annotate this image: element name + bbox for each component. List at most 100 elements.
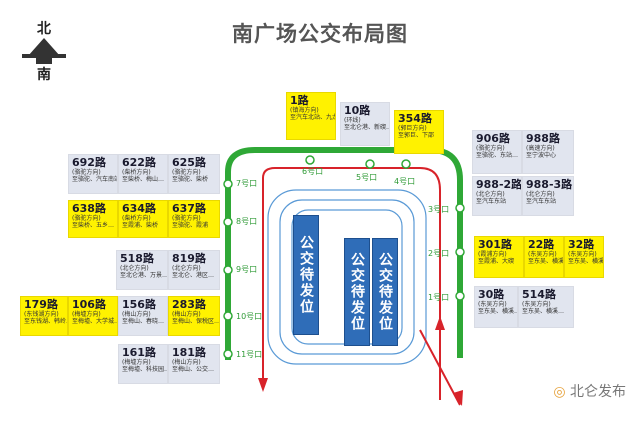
route-number: 156路 [122,298,156,311]
route-direction: (东吴方向) [522,301,551,308]
south-label: 南 [37,67,51,83]
route-number: 283路 [172,298,206,311]
route-destination: 至霞浦、柴桥 [122,222,159,229]
north-label: 北 [37,21,51,37]
route-destination: 至北仑、港区… [172,272,215,279]
route-box-988: 988路 (高速方向) 至宁波中心 [522,130,574,174]
route-box-518: 518路 (北仑方向) 至北仑港、万景… [116,250,168,290]
route-direction: (梅山方向) [122,311,151,318]
route-box-638: 638路 (骆驼方向) 至柴桥、五乡… [68,200,118,238]
route-number: 692路 [72,156,106,169]
route-box-283: 283路 (梅山方向) 至梅山、保税区… [168,296,220,336]
watermark-text: 北仑发布 [570,384,626,400]
route-direction: (柴桥方向) [122,169,151,176]
route-box-625: 625路 (骆驼方向) 至骆驼、柴桥 [168,154,220,194]
route-direction: (东吴方向) [568,251,597,258]
route-box-622: 622路 (柴桥方向) 至柴桥、梅山… [118,154,168,194]
route-destination: 至霞浦、大碶 [478,258,515,265]
route-number: 514路 [522,288,556,301]
route-number: 301路 [478,238,512,251]
route-direction: (骆驼方向) [172,169,201,176]
route-destination: 至柴桥、梅山… [122,176,165,183]
traffic-flow [262,167,461,406]
route-box-106: 106路 (梅墟方向) 至梅墟、大学城… [68,296,118,336]
route-destination: 至骆驼、汽车南站… [72,176,117,183]
route-destination: 至东吴、横溪… [478,308,518,315]
route-number: 179路 [24,298,58,311]
route-box-156: 156路 (梅山方向) 至梅山、春晓… [118,296,168,336]
route-direction: (梅山方向) [172,311,201,318]
route-direction: (骆驼方向) [72,169,101,176]
route-direction: (骆驼方向) [72,215,101,222]
route-direction: (东吴方向) [478,301,507,308]
route-box-637: 637路 (骆驼方向) 至骆驼、霞浦 [168,200,220,238]
route-direction: (北仑方向) [172,265,201,272]
exit-10: 10号口 [236,312,263,321]
route-destination: 至汽车东站 [476,198,507,205]
route-box-1: 1路 (镇海方向) 至汽车北站、九龙湖 [286,92,336,140]
route-number: 181路 [172,346,206,359]
route-destination: 至北仑港、新碶… [344,124,390,131]
bus-bay-1: 公交待发位 [293,215,319,335]
bus-bay-3: 公交待发位 [372,238,398,346]
route-box-819: 819路 (北仑方向) 至北仑、港区… [168,250,220,290]
route-destination: 至东钱湖、韩岭… [24,318,68,325]
route-number: 637路 [172,202,206,215]
route-destination: 至梅山、保税区… [172,318,220,325]
route-number: 10路 [344,104,371,117]
route-destination: 至梅墟、科技园… [122,366,168,373]
exit-11: 11号口 [236,350,263,359]
route-direction: (环线) [344,117,361,124]
route-direction: (镇海方向) [290,107,319,114]
route-number: 638路 [72,202,106,215]
route-direction: (北仑方向) [476,191,505,198]
watermark: ◎ 北仑发布 [553,381,626,401]
route-direction: (梅墟方向) [122,359,151,366]
route-direction: (东吴方向) [528,251,557,258]
route-number: 988-3路 [526,178,573,191]
route-direction: (梅山方向) [172,359,201,366]
exit-5: 5号口 [356,173,378,182]
route-box-692: 692路 (骆驼方向) 至骆驼、汽车南站… [68,154,118,194]
page-title: 南广场公交布局图 [232,22,408,46]
route-box-30: 30路 (东吴方向) 至东吴、横溪… [474,286,518,328]
route-number: 819路 [172,252,206,265]
route-destination: 至梅墟、大学城… [72,318,118,325]
route-box-354: 354路 (郭巨方向) 至郭巨、下邵 [394,110,444,154]
route-box-906: 906路 (骆驼方向) 至骆驼、东站… [472,130,522,174]
route-box-988-2: 988-2路 (北仑方向) 至汽车东站 [472,176,522,216]
exit-3: 3号口 [428,205,450,214]
exit-1: 1号口 [428,293,450,302]
route-box-181: 181路 (梅山方向) 至梅山、公交… [168,344,220,384]
route-number: 988-2路 [476,178,522,191]
route-box-988-3: 988-3路 (北仑方向) 至汽车东站 [522,176,574,216]
route-direction: (骆驼方向) [172,215,201,222]
route-destination: 至梅山、公交… [172,366,215,373]
route-destination: 至东吴、横溪… [522,308,565,315]
route-box-22: 22路 (东吴方向) 至东吴、横溪 [524,236,564,278]
route-destination: 至东吴、横溪 [528,258,564,265]
route-number: 634路 [122,202,156,215]
route-number: 22路 [528,238,555,251]
route-destination: 至骆驼、霞浦 [172,222,209,229]
route-destination: 至梅山、春晓… [122,318,165,325]
route-destination: 至郭巨、下邵 [398,132,435,139]
route-box-32: 32路 (东吴方向) 至东吴、横溪… [564,236,604,278]
route-destination: 至汽车东站 [526,198,557,205]
route-number: 1路 [290,94,309,107]
route-box-634: 634路 (柴桥方向) 至霞浦、柴桥 [118,200,168,238]
route-box-514: 514路 (东吴方向) 至东吴、横溪… [518,286,574,328]
compass: 北 南 [22,20,66,83]
route-direction: (北仑方向) [526,191,555,198]
exit-7: 7号口 [236,179,258,188]
route-direction: (北仑方向) [120,265,149,272]
route-destination: 至汽车北站、九龙湖 [290,114,335,121]
route-box-10: 10路 (环线) 至北仑港、新碶… [340,102,390,146]
route-box-161: 161路 (梅墟方向) 至梅墟、科技园… [118,344,168,384]
compass-arrow-icon [22,38,66,64]
route-number: 518路 [120,252,154,265]
exit-4: 4号口 [394,177,416,186]
route-number: 354路 [398,112,432,125]
route-direction: (骆驼方向) [476,145,505,152]
